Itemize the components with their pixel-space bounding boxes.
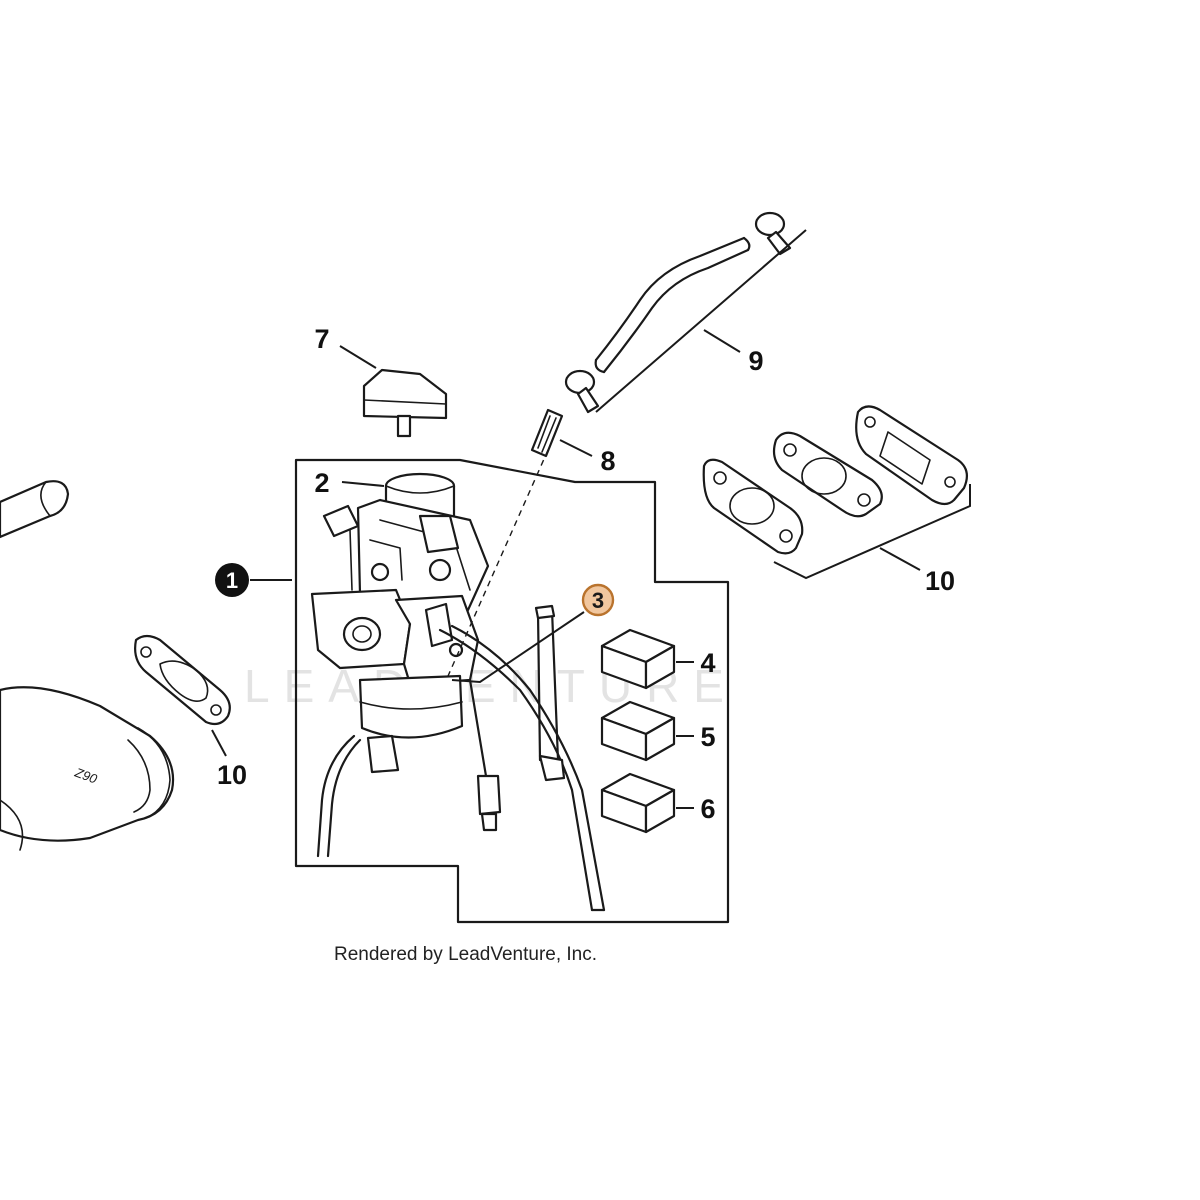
callout-9[interactable]: 9	[748, 346, 763, 376]
callout-1-label: 1	[226, 568, 238, 593]
callout-3-circle	[581, 583, 615, 617]
footer-credit: Rendered by LeadVenture, Inc.	[334, 944, 597, 965]
callout-3[interactable]: 3	[581, 583, 615, 617]
part-gasket-right-1	[702, 458, 804, 555]
part-intake-elbow: Z90	[0, 686, 175, 851]
part-filter	[530, 408, 564, 458]
callout-10-right[interactable]: 10	[925, 566, 955, 596]
callout-7[interactable]: 7	[314, 324, 329, 354]
part-carburetor	[310, 472, 606, 912]
callout-1[interactable]: 1	[215, 563, 249, 597]
part-gasket-right-2	[855, 405, 969, 506]
callout-6[interactable]: 6	[700, 794, 715, 824]
callout-5[interactable]: 5	[700, 722, 715, 752]
callout-3-label: 3	[592, 588, 604, 613]
part-block-5	[600, 700, 676, 762]
part-spacer	[772, 431, 883, 518]
part-block-6	[600, 772, 676, 834]
callout-8[interactable]: 8	[600, 446, 615, 476]
part-block-4	[600, 628, 676, 690]
part-gasket-left	[134, 634, 231, 726]
leader-lines	[211, 229, 971, 809]
part-tube-left	[0, 480, 70, 539]
callout-4[interactable]: 4	[700, 648, 715, 678]
part-fuel-line	[564, 211, 792, 414]
callout-2[interactable]: 2	[314, 468, 329, 498]
callout-1-circle	[215, 563, 249, 597]
callout-10-left[interactable]: 10	[217, 760, 247, 790]
part-cap	[362, 368, 448, 438]
